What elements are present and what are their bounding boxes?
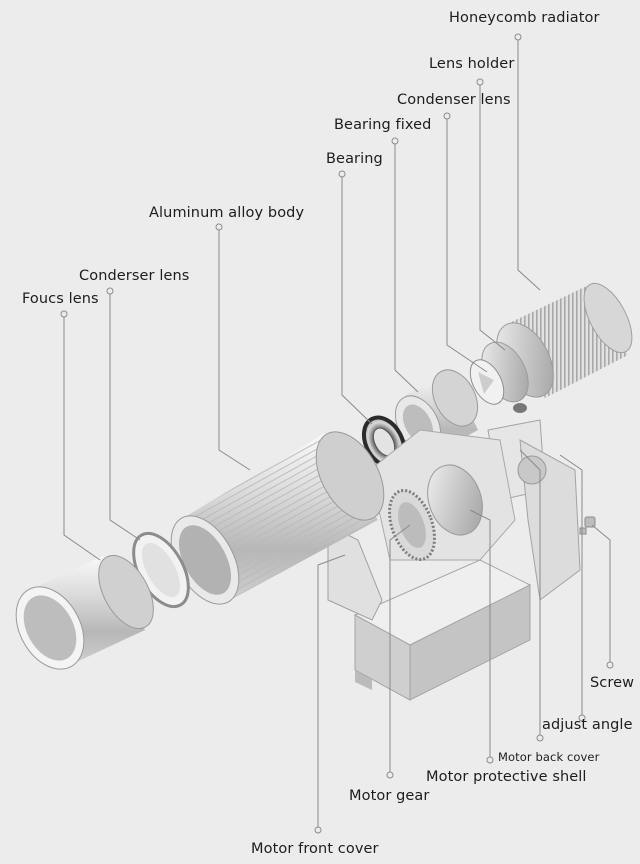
focus-lens-part [15, 554, 154, 670]
leader-dots [60, 33, 614, 834]
label-bearing-fixed: Bearing fixed [334, 117, 432, 133]
leader-screw [591, 524, 611, 665]
label-motor-protective-shell: Motor protective shell [426, 769, 587, 785]
leader-honeycomb-radiator [517, 37, 541, 291]
motor-gear-part [388, 488, 436, 562]
leader-motor-front-cover [317, 554, 346, 830]
condenser-lens-crystal-part [469, 359, 505, 405]
label-motor-gear: Motor gear [349, 788, 430, 804]
label-condenser-lens-left: Conderser lens [79, 268, 190, 284]
screw-part [579, 516, 596, 535]
label-aluminum-alloy-body: Aluminum alloy body [149, 205, 305, 221]
label-motor-front-cover: Motor front cover [251, 841, 379, 857]
aluminum-alloy-body-part [170, 431, 385, 605]
leader-lines [63, 37, 611, 830]
leader-bearing-fixed [394, 141, 419, 393]
label-screw: Screw [590, 675, 635, 691]
motor-front-cover-part [327, 524, 383, 621]
label-focus-lens: Foucs lens [22, 291, 99, 307]
leader-condenser-lens-top [446, 116, 488, 373]
leader-lens-holder [479, 82, 506, 351]
label-honeycomb-radiator: Honeycomb radiator [449, 10, 600, 26]
label-adjust-angle: adjust angle [542, 717, 633, 733]
leader-condenser-lens-left [109, 291, 141, 541]
label-condenser-lens-top: Condenser lens [397, 92, 511, 108]
leader-focus-lens [63, 314, 101, 561]
motor-box-part [353, 559, 532, 701]
leader-bearing [341, 174, 373, 425]
leader-motor-back-cover [519, 449, 541, 738]
leader-adjust-angle [559, 454, 583, 718]
label-motor-back-cover: Motor back cover [498, 750, 600, 764]
label-lens-holder: Lens holder [429, 56, 515, 72]
honeycomb-radiator-part [496, 282, 633, 398]
leader-aluminum-alloy-body [218, 227, 251, 471]
label-bearing: Bearing [326, 151, 383, 167]
leader-motor-protective-shell [469, 509, 491, 760]
leader-motor-gear [389, 524, 411, 775]
adjust-angle-bracket-part [487, 419, 581, 601]
